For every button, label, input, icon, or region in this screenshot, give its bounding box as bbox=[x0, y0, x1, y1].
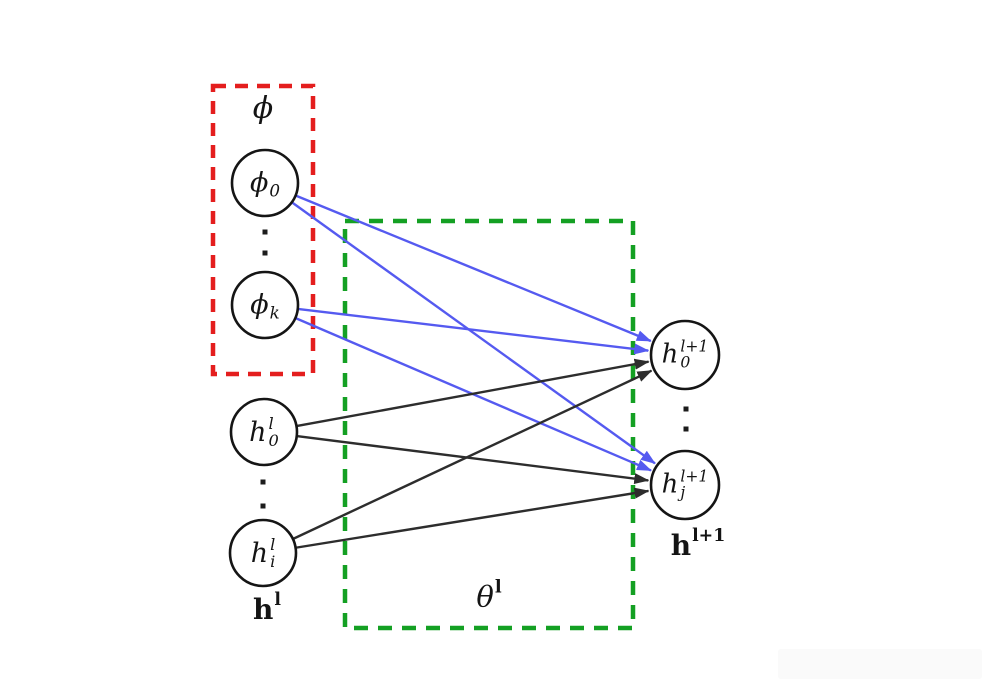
node-phi-k bbox=[230, 270, 300, 340]
edge-hil-to-hjl1 bbox=[295, 487, 650, 549]
watermark bbox=[778, 649, 982, 679]
theta-weight-box bbox=[342, 218, 636, 631]
ellipsis-dot bbox=[260, 503, 266, 509]
ellipsis-dot bbox=[683, 426, 689, 432]
ellipsis-dot bbox=[260, 479, 266, 485]
node-h-j-l-plus-1 bbox=[649, 449, 721, 521]
node-h-0-l-plus-1 bbox=[649, 319, 721, 391]
edge-phi0-to-h0l1 bbox=[295, 194, 652, 343]
ellipsis-dot bbox=[683, 406, 689, 412]
node-h-i-l bbox=[228, 518, 298, 588]
phi-group-box bbox=[210, 83, 316, 377]
edge-h0l-to-hjl1 bbox=[296, 434, 650, 485]
ellipsis-dot bbox=[262, 250, 268, 256]
node-h-0-l bbox=[229, 397, 299, 467]
edge-h0l-to-h0l1 bbox=[296, 358, 650, 428]
edge-phi0-to-hjl1 bbox=[291, 201, 656, 465]
edge-hil-to-h0l1 bbox=[292, 369, 653, 541]
ellipsis-dot bbox=[262, 229, 268, 235]
edge-phik-to-h0l1 bbox=[297, 307, 650, 355]
node-phi-0 bbox=[230, 148, 300, 218]
